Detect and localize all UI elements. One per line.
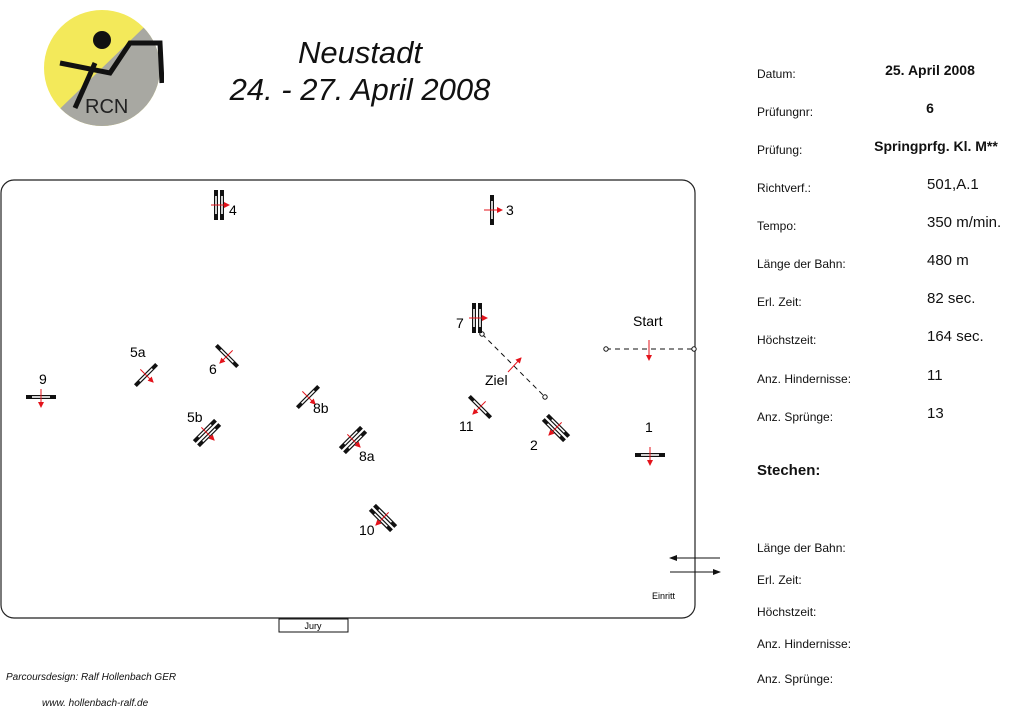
obstacle (133, 362, 159, 388)
info-value: 6 (926, 100, 934, 116)
stechen-label: Anz. Hindernisse: (757, 637, 852, 651)
obstacle-number: 3 (506, 202, 514, 218)
obstacle (635, 447, 665, 466)
info-label: Datum: (757, 67, 796, 81)
info-value: 82 sec. (927, 290, 976, 307)
obstacle-number: 5b (187, 409, 203, 425)
start-label: Start (633, 313, 663, 329)
designer-credit: Parcoursdesign: Ralf Hollenbach GER (6, 672, 177, 683)
info-value: 350 m/min. (927, 214, 1002, 231)
obstacle-number: 2 (530, 437, 538, 453)
club-logo: RCN (44, 10, 164, 126)
entrance-label: Einritt (652, 591, 676, 601)
info-value: 501,A.1 (927, 176, 979, 193)
obstacle (541, 413, 571, 443)
jury-box (278, 618, 349, 633)
finish-direction-arrow (507, 357, 522, 373)
jump-direction-arrow-icon (200, 426, 215, 441)
info-label: Erl. Zeit: (757, 295, 802, 309)
info-value: 11 (927, 367, 943, 384)
obstacle (368, 503, 398, 533)
event-dates: 24. - 27. April 2008 (229, 72, 491, 107)
stechen-label: Erl. Zeit: (757, 573, 802, 587)
jump-direction-arrow-icon (548, 421, 563, 436)
stechen-label: Höchstzeit: (757, 605, 817, 619)
info-label: Tempo: (757, 219, 797, 233)
info-label: Höchstzeit: (757, 333, 817, 347)
jump-direction-arrow-icon (346, 433, 361, 448)
info-label: Prüfungnr: (757, 105, 814, 119)
jury-label: Jury (304, 621, 322, 631)
obstacle-number: 8b (313, 400, 329, 416)
info-label: Anz. Hindernisse: (757, 372, 852, 386)
jump-direction-arrow-icon (472, 400, 487, 415)
jump-direction-arrow-icon (375, 511, 390, 526)
obstacle-number: 1 (645, 419, 653, 435)
info-value: 13 (927, 405, 944, 422)
obstacle (211, 190, 230, 220)
obstacle (467, 394, 493, 420)
obstacle-number: 7 (456, 315, 464, 331)
obstacle-number: 8a (359, 448, 375, 464)
stechen-heading: Stechen: (757, 462, 821, 479)
obstacle (469, 303, 488, 333)
obstacle-number: 5a (130, 344, 146, 360)
jump-direction-arrow-icon (301, 390, 316, 405)
obstacle (295, 384, 321, 410)
info-value: 25. April 2008 (885, 62, 975, 78)
info-label: Richtverf.: (757, 181, 812, 195)
obstacle (484, 195, 503, 225)
obstacle (338, 425, 368, 455)
info-value: 164 sec. (927, 328, 984, 345)
finish-label: Ziel (485, 372, 508, 388)
website-link[interactable]: www. hollenbach-ralf.de (42, 698, 149, 709)
obstacle-number: 9 (39, 371, 47, 387)
info-value: 480 m (927, 252, 969, 269)
obstacle (26, 389, 56, 408)
info-label: Prüfung: (757, 143, 803, 157)
logo-monogram: RCN (85, 96, 128, 118)
stechen-label: Anz. Sprünge: (757, 672, 834, 686)
obstacle (192, 418, 222, 448)
obstacle-number: 10 (359, 522, 375, 538)
info-label: Anz. Sprünge: (757, 410, 834, 424)
course-map: Start Ziel Jury Einritt 4 3 7 5a 6 9 8b 5b 8a 11 2… (0, 179, 721, 633)
obstacle (214, 343, 240, 369)
info-value: Springprfg. Kl. M** (874, 138, 998, 154)
event-name: Neustadt (297, 35, 423, 70)
finish-line (481, 333, 546, 398)
info-label: Länge der Bahn: (757, 257, 846, 271)
obstacle-number: 11 (459, 418, 474, 434)
arena-border (0, 179, 696, 619)
obstacle-number: 4 (229, 202, 237, 218)
stechen-label: Länge der Bahn: (757, 541, 846, 555)
obstacle-number: 6 (209, 361, 217, 377)
jump-direction-arrow-icon (219, 349, 234, 364)
jump-direction-arrow-icon (139, 368, 154, 383)
